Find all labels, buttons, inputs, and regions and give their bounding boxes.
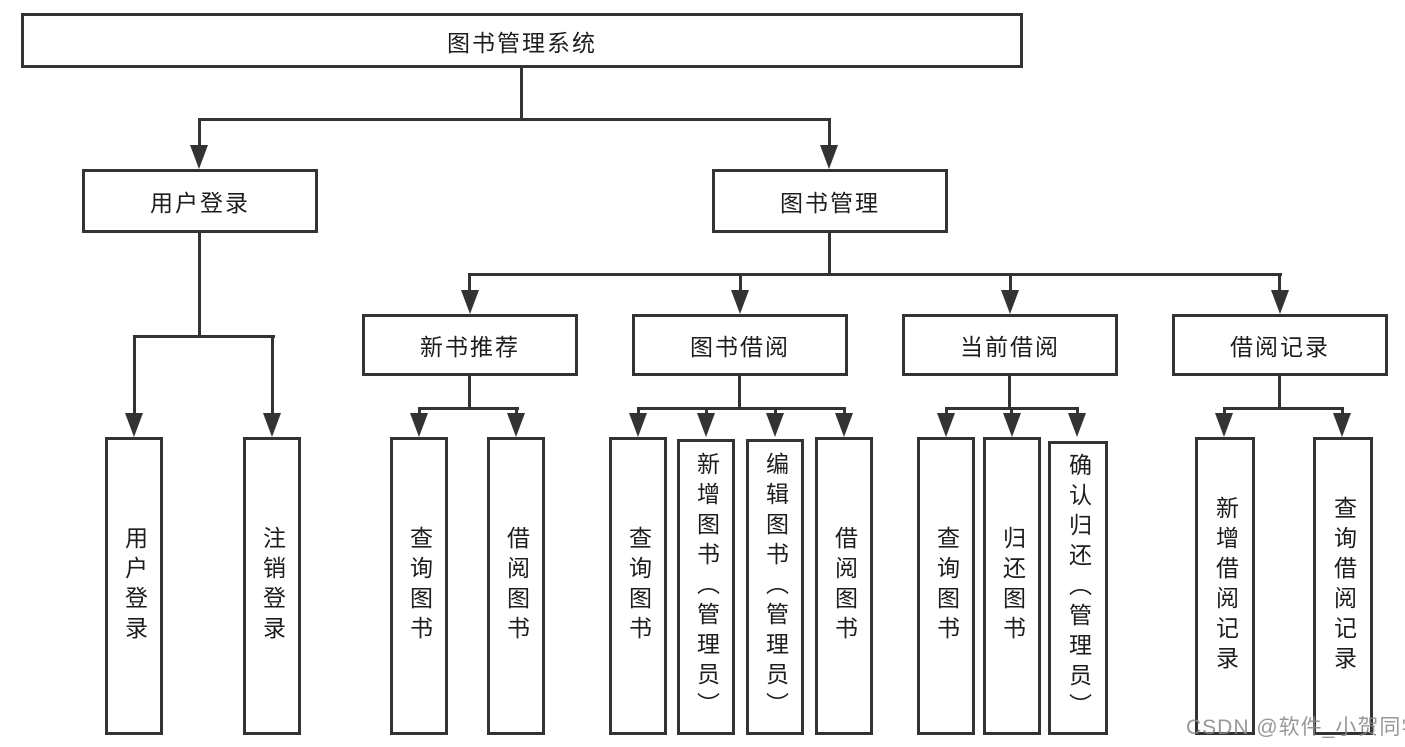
node-root: 图书管理系统 bbox=[21, 13, 1023, 68]
leaf-logout-login-label: 注销登录 bbox=[259, 526, 286, 646]
leaf-current-return-books-label: 归还图书 bbox=[999, 526, 1026, 646]
connector-user-stem bbox=[198, 233, 201, 338]
connector-root-stem bbox=[520, 68, 523, 121]
leaf-user-login-label: 用户登录 bbox=[121, 526, 148, 646]
connector-level2-split bbox=[198, 118, 831, 121]
arrowhead-down-icon bbox=[766, 413, 784, 437]
node-borrowing-records-label: 借阅记录 bbox=[1230, 334, 1330, 360]
leaf-records-add-record-label: 新增借阅记录 bbox=[1212, 496, 1239, 676]
leaf-recommend-query-books-label: 查询图书 bbox=[406, 526, 433, 646]
node-user-login: 用户登录 bbox=[82, 169, 318, 233]
connector-user-split bbox=[133, 335, 275, 338]
connector-recommend-split bbox=[418, 407, 519, 410]
node-root-label: 图书管理系统 bbox=[447, 29, 597, 56]
leaf-records-query-record: 查询借阅记录 bbox=[1313, 437, 1373, 735]
arrowhead-down-icon bbox=[125, 413, 143, 437]
arrowhead-down-icon bbox=[263, 413, 281, 437]
arrowhead-down-icon bbox=[1333, 413, 1351, 437]
arrowhead-down-icon bbox=[820, 145, 838, 169]
leaf-records-add-record: 新增借阅记录 bbox=[1195, 437, 1255, 735]
arrowhead-down-icon bbox=[731, 290, 749, 314]
connector-current-stem bbox=[1008, 376, 1011, 410]
leaf-logout-login: 注销登录 bbox=[243, 437, 301, 735]
arrowhead-down-icon bbox=[937, 413, 955, 437]
arrowhead-down-icon bbox=[1271, 290, 1289, 314]
node-book-borrowing: 图书借阅 bbox=[632, 314, 848, 376]
connector-level2-right-stem bbox=[828, 118, 831, 150]
leaf-records-query-record-label: 查询借阅记录 bbox=[1330, 496, 1357, 676]
arrowhead-down-icon bbox=[410, 413, 428, 437]
node-user-login-label: 用户登录 bbox=[150, 190, 250, 216]
connector-level3-stem-1 bbox=[468, 273, 471, 295]
leaf-borrow-add-books-admin-label: 新增图书（管理员） bbox=[693, 452, 720, 722]
connector-user-leaf1-stem bbox=[133, 335, 136, 417]
leaf-current-query-books: 查询图书 bbox=[917, 437, 975, 735]
arrowhead-down-icon bbox=[1068, 413, 1086, 437]
connector-records-stem bbox=[1278, 376, 1281, 410]
node-new-book-recommend: 新书推荐 bbox=[362, 314, 578, 376]
node-book-borrowing-label: 图书借阅 bbox=[690, 334, 790, 360]
leaf-current-confirm-return-admin: 确认归还（管理员） bbox=[1048, 441, 1108, 735]
node-borrowing-records: 借阅记录 bbox=[1172, 314, 1388, 376]
node-new-book-recommend-label: 新书推荐 bbox=[420, 334, 520, 360]
node-book-management: 图书管理 bbox=[712, 169, 948, 233]
connector-recommend-stem bbox=[468, 376, 471, 410]
arrowhead-down-icon bbox=[1215, 413, 1233, 437]
connector-level3-stem-3 bbox=[1009, 273, 1012, 295]
arrowhead-down-icon bbox=[461, 290, 479, 314]
leaf-borrow-query-books-label: 查询图书 bbox=[625, 526, 652, 646]
leaf-user-login: 用户登录 bbox=[105, 437, 163, 735]
connector-level2-left-stem bbox=[198, 118, 201, 150]
connector-mgmt-stem bbox=[828, 233, 831, 276]
connector-level3-stem-2 bbox=[739, 273, 742, 295]
node-book-management-label: 图书管理 bbox=[780, 190, 880, 216]
csdn-watermark: CSDN @软件_小贺同学 bbox=[1186, 716, 1405, 739]
connector-level3-split bbox=[469, 273, 1282, 276]
arrowhead-down-icon bbox=[697, 413, 715, 437]
arrowhead-down-icon bbox=[507, 413, 525, 437]
arrowhead-down-icon bbox=[190, 145, 208, 169]
node-current-borrowing: 当前借阅 bbox=[902, 314, 1118, 376]
connector-records-split bbox=[1223, 407, 1344, 410]
leaf-borrow-add-books-admin: 新增图书（管理员） bbox=[677, 439, 735, 735]
arrowhead-down-icon bbox=[629, 413, 647, 437]
connector-borrow-split bbox=[637, 407, 846, 410]
node-current-borrowing-label: 当前借阅 bbox=[960, 334, 1060, 360]
leaf-recommend-query-books: 查询图书 bbox=[390, 437, 448, 735]
arrowhead-down-icon bbox=[1003, 413, 1021, 437]
leaf-borrow-edit-books-admin-label: 编辑图书（管理员） bbox=[762, 452, 789, 722]
leaf-borrow-query-books: 查询图书 bbox=[609, 437, 667, 735]
leaf-borrow-borrow-books: 借阅图书 bbox=[815, 437, 873, 735]
arrowhead-down-icon bbox=[835, 413, 853, 437]
leaf-current-return-books: 归还图书 bbox=[983, 437, 1041, 735]
arrowhead-down-icon bbox=[1001, 290, 1019, 314]
connector-borrow-stem bbox=[738, 376, 741, 410]
leaf-recommend-borrow-books: 借阅图书 bbox=[487, 437, 545, 735]
connector-level3-stem-4 bbox=[1278, 273, 1281, 295]
leaf-current-confirm-return-admin-label: 确认归还（管理员） bbox=[1065, 453, 1092, 723]
leaf-current-query-books-label: 查询图书 bbox=[933, 526, 960, 646]
leaf-recommend-borrow-books-label: 借阅图书 bbox=[503, 526, 530, 646]
connector-user-leaf2-stem bbox=[271, 335, 274, 417]
leaf-borrow-edit-books-admin: 编辑图书（管理员） bbox=[746, 439, 804, 735]
leaf-borrow-borrow-books-label: 借阅图书 bbox=[831, 526, 858, 646]
